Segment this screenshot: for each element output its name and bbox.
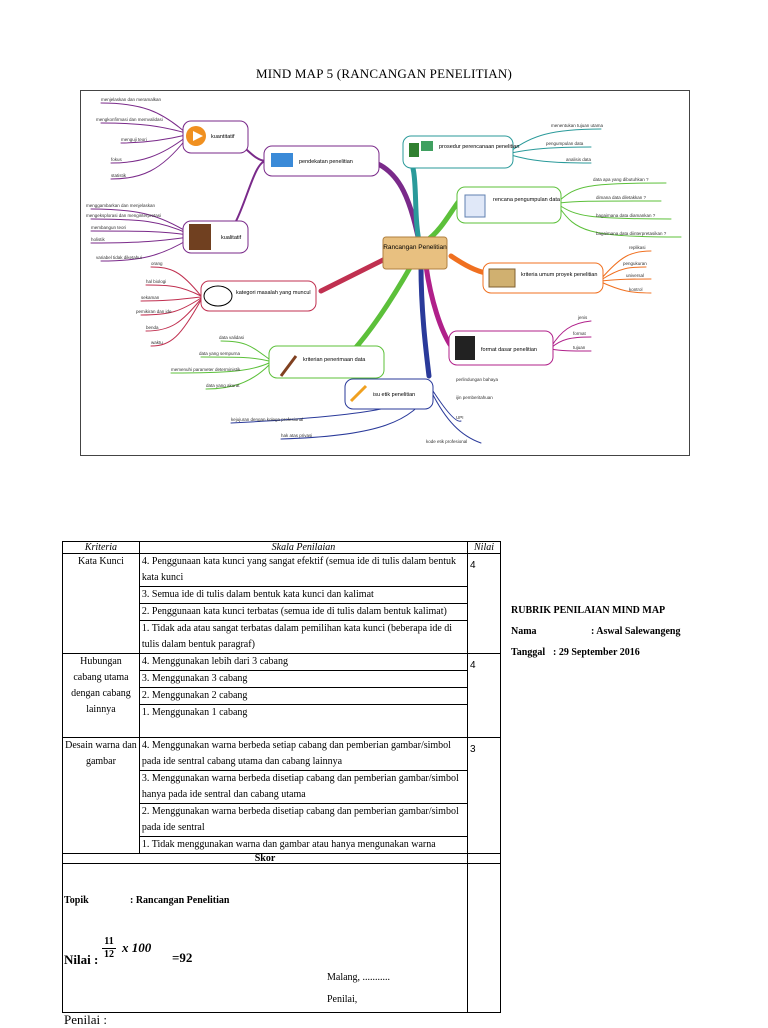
node-kategori: kategori masalah yang muncul: [236, 290, 311, 296]
node-kriteria-umum: kriteria umum proyek penelitian: [521, 272, 597, 278]
svg-text:bagaimana data diinterpretasik: bagaimana data diinterpretasikan ?: [596, 231, 667, 236]
svg-text:data apa yang dibutuhkan ?: data apa yang dibutuhkan ?: [593, 177, 649, 182]
svg-text:ijin pemberitahuan: ijin pemberitahuan: [456, 395, 493, 400]
nilai-fraction: 11 12: [102, 936, 116, 961]
table-row: Kata Kunci 4. Penggunaan kata kunci yang…: [63, 554, 501, 587]
info-heading: RUBRIK PENILAIAN MIND MAP: [511, 604, 680, 625]
svg-text:mengeksplorasi dan menginterpr: mengeksplorasi dan menginterpretasi: [86, 213, 161, 218]
svg-text:orang: orang: [151, 261, 163, 266]
table-header-row: Kriteria Skala Penilaian Nilai: [63, 542, 501, 554]
svg-text:membangun teori: membangun teori: [91, 225, 126, 230]
svg-text:hal biologi: hal biologi: [146, 279, 166, 284]
svg-text:statistik: statistik: [111, 173, 127, 178]
scale-item: 3. Menggunakan 3 cabang: [139, 671, 467, 688]
header-nilai: Nilai: [468, 542, 501, 554]
nilai-label: Nilai :: [64, 952, 98, 968]
scale-item: 3. Menggunakan warna berbeda disetiap ca…: [139, 771, 467, 804]
topik-line: Topik: Rancangan Penelitian: [64, 895, 229, 906]
scale-item: 1. Tidak menggunakan warna dan gambar at…: [139, 837, 467, 854]
svg-text:pengukuran: pengukuran: [623, 261, 647, 266]
scale-item: 4. Menggunakan lebih dari 3 cabang: [139, 654, 467, 671]
score-cell: 3: [468, 738, 501, 854]
svg-text:memenuhi parameter determinist: memenuhi parameter deterministik: [171, 367, 241, 372]
svg-text:dimana data diletakkan ?: dimana data diletakkan ?: [596, 195, 647, 200]
rubric-info: RUBRIK PENILAIAN MIND MAP Nama: Aswal Sa…: [511, 604, 680, 667]
svg-text:data yang sempurna: data yang sempurna: [199, 351, 241, 356]
malang-date: Malang, ...........: [327, 972, 390, 983]
center-node: Rancangan Penelitian: [383, 244, 447, 251]
scale-item: 3. Semua ide di tulis dalam bentuk kata …: [139, 587, 467, 604]
signature-row: [63, 864, 501, 1013]
svg-text:replikasi: replikasi: [629, 245, 646, 250]
branch-kriteria: [351, 266, 411, 353]
info-nama: Nama: Aswal Salewangeng: [511, 625, 680, 646]
branch-kategori: [321, 256, 391, 291]
info-tanggal: Tanggal: 29 September 2016: [511, 646, 680, 667]
page-title: MIND MAP 5 (RANCANGAN PENELITIAN): [0, 66, 768, 82]
svg-text:holistik: holistik: [91, 237, 106, 242]
node-kuantitatif: kuantitatif: [211, 134, 235, 140]
penilai-sign: Penilai,: [327, 994, 357, 1005]
svg-text:fokus: fokus: [111, 157, 123, 162]
branch-rencana: [426, 201, 459, 241]
svg-text:tujuan: tujuan: [573, 345, 586, 350]
node-format: format dasar penelitian: [481, 347, 537, 353]
scale-item: 1. Tidak ada atau sangat terbatas dalam …: [139, 621, 467, 654]
svg-text:menentukan tujuan utama: menentukan tujuan utama: [551, 123, 604, 128]
svg-text:jenis: jenis: [577, 315, 588, 320]
table-row: Desain warna dan gambar 4. Menggunakan w…: [63, 738, 501, 771]
header-skala: Skala Penilaian: [139, 542, 467, 554]
nilai-times: x 100: [122, 940, 151, 956]
scale-item: 2. Menggunakan warna berbeda disetiap ca…: [139, 804, 467, 837]
scale-item: 1. Menggunakan 1 cabang: [139, 705, 467, 738]
scale-item: 2. Menggunakan 2 cabang: [139, 688, 467, 705]
node-prosedur: prosedur perencanaan penelitian: [439, 144, 519, 150]
svg-text:data yang akurat: data yang akurat: [206, 383, 240, 388]
svg-text:pemikiran dan ide: pemikiran dan ide: [136, 309, 172, 314]
svg-text:menjelaskan dan meramalkan: menjelaskan dan meramalkan: [101, 97, 162, 102]
svg-text:menguji teori: menguji teori: [121, 137, 147, 142]
mind-map-image: Rancangan Penelitian pendekatan peneliti…: [80, 90, 690, 456]
svg-text:format: format: [573, 331, 587, 336]
scale-item: 4. Penggunaan kata kunci yang sangat efe…: [139, 554, 467, 587]
svg-text:kode etik profesional: kode etik profesional: [426, 439, 467, 444]
skor-label: Skor: [63, 854, 468, 864]
scale-item: 2. Penggunaan kata kunci terbatas (semua…: [139, 604, 467, 621]
node-pendekatan: pendekatan penelitian: [299, 159, 353, 165]
scale-item: 4. Menggunakan warna berbeda setiap caba…: [139, 738, 467, 771]
header-kriteria: Kriteria: [63, 542, 140, 554]
criteria-cell: Kata Kunci: [63, 554, 140, 654]
penilai-label: Penilai :: [64, 1012, 107, 1028]
score-cell: 4: [468, 654, 501, 738]
branch-format: [426, 266, 451, 346]
svg-text:perlindungan bahaya: perlindungan bahaya: [456, 377, 499, 382]
nilai-result: =92: [172, 950, 192, 966]
criteria-cell: Hubungan cabang utama dengan cabang lain…: [63, 654, 140, 738]
svg-text:hak atas privasi: hak atas privasi: [281, 433, 312, 438]
node-kriteria: kriterian penerimaan data: [303, 357, 366, 363]
svg-text:benda: benda: [146, 325, 159, 330]
svg-text:data validasi: data validasi: [219, 335, 244, 340]
mind-map-diagram: Rancangan Penelitian pendekatan peneliti…: [81, 91, 689, 455]
score-cell: 4: [468, 554, 501, 654]
svg-text:kejujuran dengan kolega profes: kejujuran dengan kolega profesional: [231, 417, 303, 422]
branch-kriteria-umum: [451, 256, 486, 273]
skor-row: Skor: [63, 854, 501, 864]
node-rencana: rencana pengumpulan data: [493, 197, 561, 203]
svg-text:bagaimana data diamankan ?: bagaimana data diamankan ?: [596, 213, 656, 218]
svg-text:mengkonfirmasi dan memvalidasi: mengkonfirmasi dan memvalidasi: [96, 117, 163, 122]
svg-text:sekaman: sekaman: [141, 295, 160, 300]
svg-text:variabel tidak diketahui: variabel tidak diketahui: [96, 255, 142, 260]
svg-text:pengumpulan data: pengumpulan data: [546, 141, 584, 146]
svg-text:kontrol: kontrol: [629, 287, 643, 292]
node-isu: isu etik penelitian: [373, 392, 415, 398]
svg-text:universal: universal: [626, 273, 644, 278]
svg-text:menggambarkan dan menjelaskan: menggambarkan dan menjelaskan: [86, 203, 156, 208]
criteria-cell: Desain warna dan gambar: [63, 738, 140, 854]
node-kualitatif: kualitatif: [221, 235, 242, 241]
svg-text:waktu: waktu: [151, 340, 163, 345]
table-row: Hubungan cabang utama dengan cabang lain…: [63, 654, 501, 671]
svg-text:UPI: UPI: [456, 415, 464, 420]
svg-text:analisis data: analisis data: [566, 157, 592, 162]
